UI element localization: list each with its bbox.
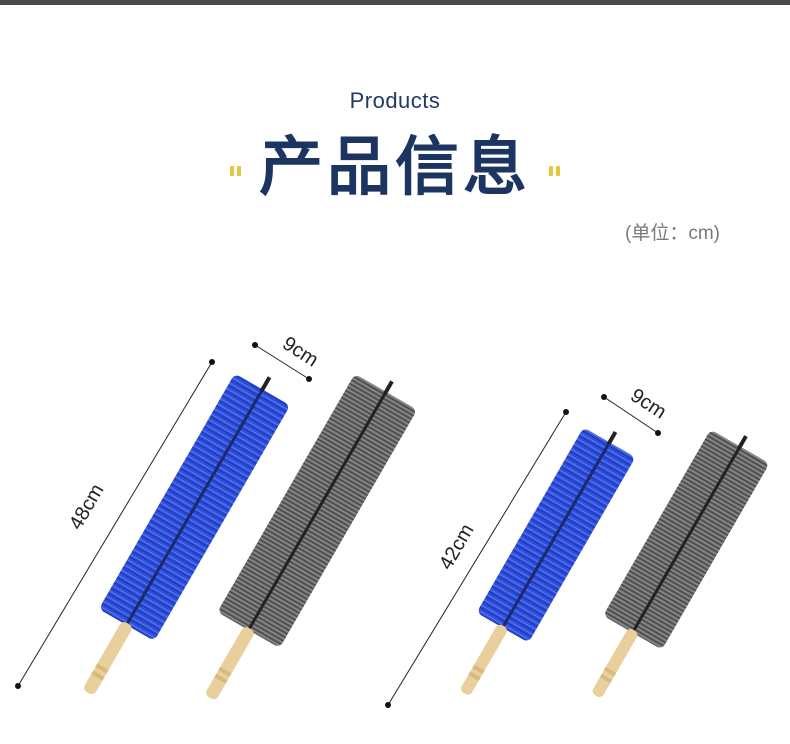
product-1: 48cm 9cm <box>15 332 415 700</box>
blue-brush-large <box>84 375 289 695</box>
section-subtitle: Products <box>349 88 441 113</box>
gray-brush-small <box>592 431 768 698</box>
length-label-1: 48cm <box>65 480 109 533</box>
length-dimension-line-2 <box>385 409 569 708</box>
left-quote-mark <box>230 166 241 176</box>
unit-note: (单位：cm) <box>625 223 720 244</box>
right-quote-mark <box>549 166 560 176</box>
width-dimension-line-2 <box>601 394 661 436</box>
width-dimension-line-1 <box>252 342 312 382</box>
width-label-1: 9cm <box>278 332 322 371</box>
section-title-row: 产品信息 <box>0 122 790 205</box>
top-divider <box>0 0 790 5</box>
length-dimension-line-1 <box>15 359 215 689</box>
blue-brush-small <box>461 429 634 695</box>
product-dimension-figure: 48cm 9cm <box>15 332 768 708</box>
gray-brush-large <box>206 376 415 700</box>
product-2: 42cm 9cm <box>385 384 768 708</box>
width-label-2: 9cm <box>626 384 670 423</box>
section-title: 产品信息 <box>259 131 531 205</box>
length-label-2: 42cm <box>435 520 479 573</box>
